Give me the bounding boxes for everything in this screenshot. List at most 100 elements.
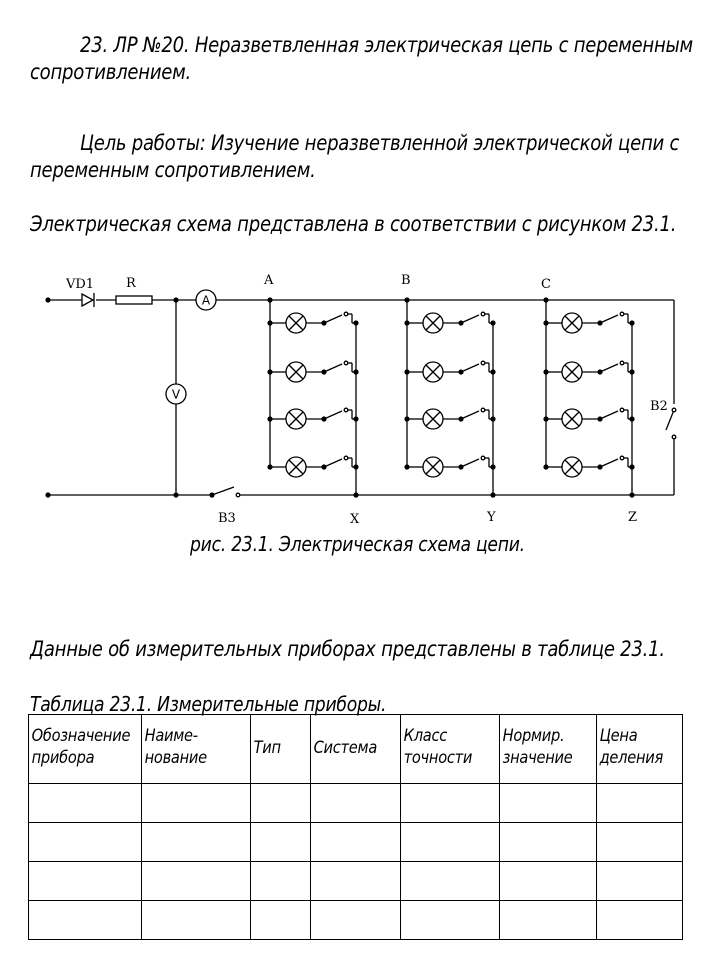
junction-dot xyxy=(597,416,603,422)
voltmeter-symbol: V xyxy=(172,388,181,402)
junction-dot xyxy=(490,320,496,326)
table-cell[interactable] xyxy=(250,822,311,862)
switch-b2 xyxy=(665,407,677,440)
circuit-schematic: A V VD1 R A B C X Y Z B3 B2 xyxy=(45,273,677,527)
node-label-x: X xyxy=(350,512,360,527)
goal-line2: переменным сопротивлением. xyxy=(30,158,316,182)
instruments-table: Обозначение прибора Наиме- нование Тип С… xyxy=(28,714,683,940)
node-label-a: A xyxy=(263,273,274,288)
junction-dot xyxy=(404,297,410,303)
table-cell[interactable] xyxy=(310,822,401,862)
junction-dot xyxy=(353,369,359,375)
junction-dot xyxy=(267,464,273,470)
table-cell[interactable] xyxy=(28,822,142,862)
junction-dot xyxy=(458,320,464,326)
table-cell[interactable] xyxy=(596,900,683,940)
table-cell[interactable] xyxy=(310,861,401,901)
table-cell[interactable] xyxy=(310,783,401,823)
table-cell[interactable] xyxy=(28,861,142,901)
junction-dot xyxy=(543,416,549,422)
table-cell[interactable] xyxy=(310,900,401,940)
switch-b3-contact xyxy=(235,492,241,498)
table-cell[interactable] xyxy=(141,900,251,940)
node-label-y: Y xyxy=(486,510,496,525)
table-cell[interactable] xyxy=(596,822,683,862)
junction-dot xyxy=(629,464,635,470)
junction-dot xyxy=(490,369,496,375)
header-designation: Обозначение прибора xyxy=(28,714,142,784)
junction-dot xyxy=(629,416,635,422)
table-cell[interactable] xyxy=(28,783,142,823)
voltmeter-icon xyxy=(165,383,187,405)
table-cell[interactable] xyxy=(400,822,500,862)
table-cell[interactable] xyxy=(250,900,311,940)
goal-line1: Цель работы: Изучение неразветвленной эл… xyxy=(80,131,680,155)
table-row xyxy=(28,900,683,940)
diode-label: VD1 xyxy=(65,277,94,292)
junction-dot xyxy=(629,492,635,498)
table-cell[interactable] xyxy=(400,783,500,823)
lamp-switch xyxy=(460,458,480,468)
switch-b3-label: B3 xyxy=(218,511,236,526)
junction-dot xyxy=(458,369,464,375)
junction-dot xyxy=(353,464,359,470)
ammeter-symbol: A xyxy=(202,294,211,308)
table-cell[interactable] xyxy=(141,822,251,862)
header-name: Наиме- нование xyxy=(141,714,251,784)
lamp-switch xyxy=(323,458,343,468)
lamp-switch xyxy=(323,363,343,373)
table-cell[interactable] xyxy=(499,783,597,823)
lamp-group xyxy=(267,297,359,498)
lamp-switch xyxy=(599,458,619,468)
header-accuracy-class: Класс точности xyxy=(400,714,500,784)
table-cell[interactable] xyxy=(499,900,597,940)
lab-title-line2: сопротивлением. xyxy=(30,60,192,84)
header-division-value: Цена деления xyxy=(596,714,683,784)
junction-dot xyxy=(543,369,549,375)
junction-dot xyxy=(404,464,410,470)
junction-dot xyxy=(597,464,603,470)
switch-b2-label: B2 xyxy=(650,399,668,414)
junction-dot xyxy=(404,320,410,326)
node-label-b: B xyxy=(401,273,411,288)
node-label-c: C xyxy=(541,277,551,292)
table-cell[interactable] xyxy=(499,861,597,901)
table-header-row: Обозначение прибора Наиме- нование Тип С… xyxy=(28,714,683,784)
junction-dot xyxy=(267,297,273,303)
lamp-group xyxy=(543,297,635,498)
table-row xyxy=(28,783,683,823)
lamp-group xyxy=(404,297,496,498)
circuit-wires xyxy=(48,299,675,496)
table-cell[interactable] xyxy=(596,861,683,901)
junction-dot xyxy=(490,416,496,422)
ammeter-icon xyxy=(195,289,217,311)
junction-dot xyxy=(267,416,273,422)
table-cell[interactable] xyxy=(250,783,311,823)
lamp-switch xyxy=(599,410,619,420)
table-row xyxy=(28,861,683,901)
table-cell[interactable] xyxy=(400,900,500,940)
lamp-switch xyxy=(599,314,619,324)
junction-dot xyxy=(629,320,635,326)
junction-dot xyxy=(490,492,496,498)
junction-dot xyxy=(353,320,359,326)
junction-dot xyxy=(458,416,464,422)
junction-dot xyxy=(267,320,273,326)
lamp-switch xyxy=(460,314,480,324)
junction-dot xyxy=(543,464,549,470)
table-cell[interactable] xyxy=(596,783,683,823)
table-cell[interactable] xyxy=(141,861,251,901)
lab-title-line1: 23. ЛР №20. Неразветвленная электрическа… xyxy=(80,33,693,57)
diode-vd1 xyxy=(81,292,95,308)
table-cell[interactable] xyxy=(250,861,311,901)
table-cell[interactable] xyxy=(499,822,597,862)
junction-dot xyxy=(629,369,635,375)
junction-dot xyxy=(543,320,549,326)
table-cell[interactable] xyxy=(141,783,251,823)
resistor-r xyxy=(115,295,153,305)
table-cell[interactable] xyxy=(400,861,500,901)
scheme-intro-text: Электрическая схема представлена в соотв… xyxy=(30,212,677,236)
header-rated-value: Нормир. значение xyxy=(499,714,597,784)
table-cell[interactable] xyxy=(28,900,142,940)
table-row xyxy=(28,822,683,862)
